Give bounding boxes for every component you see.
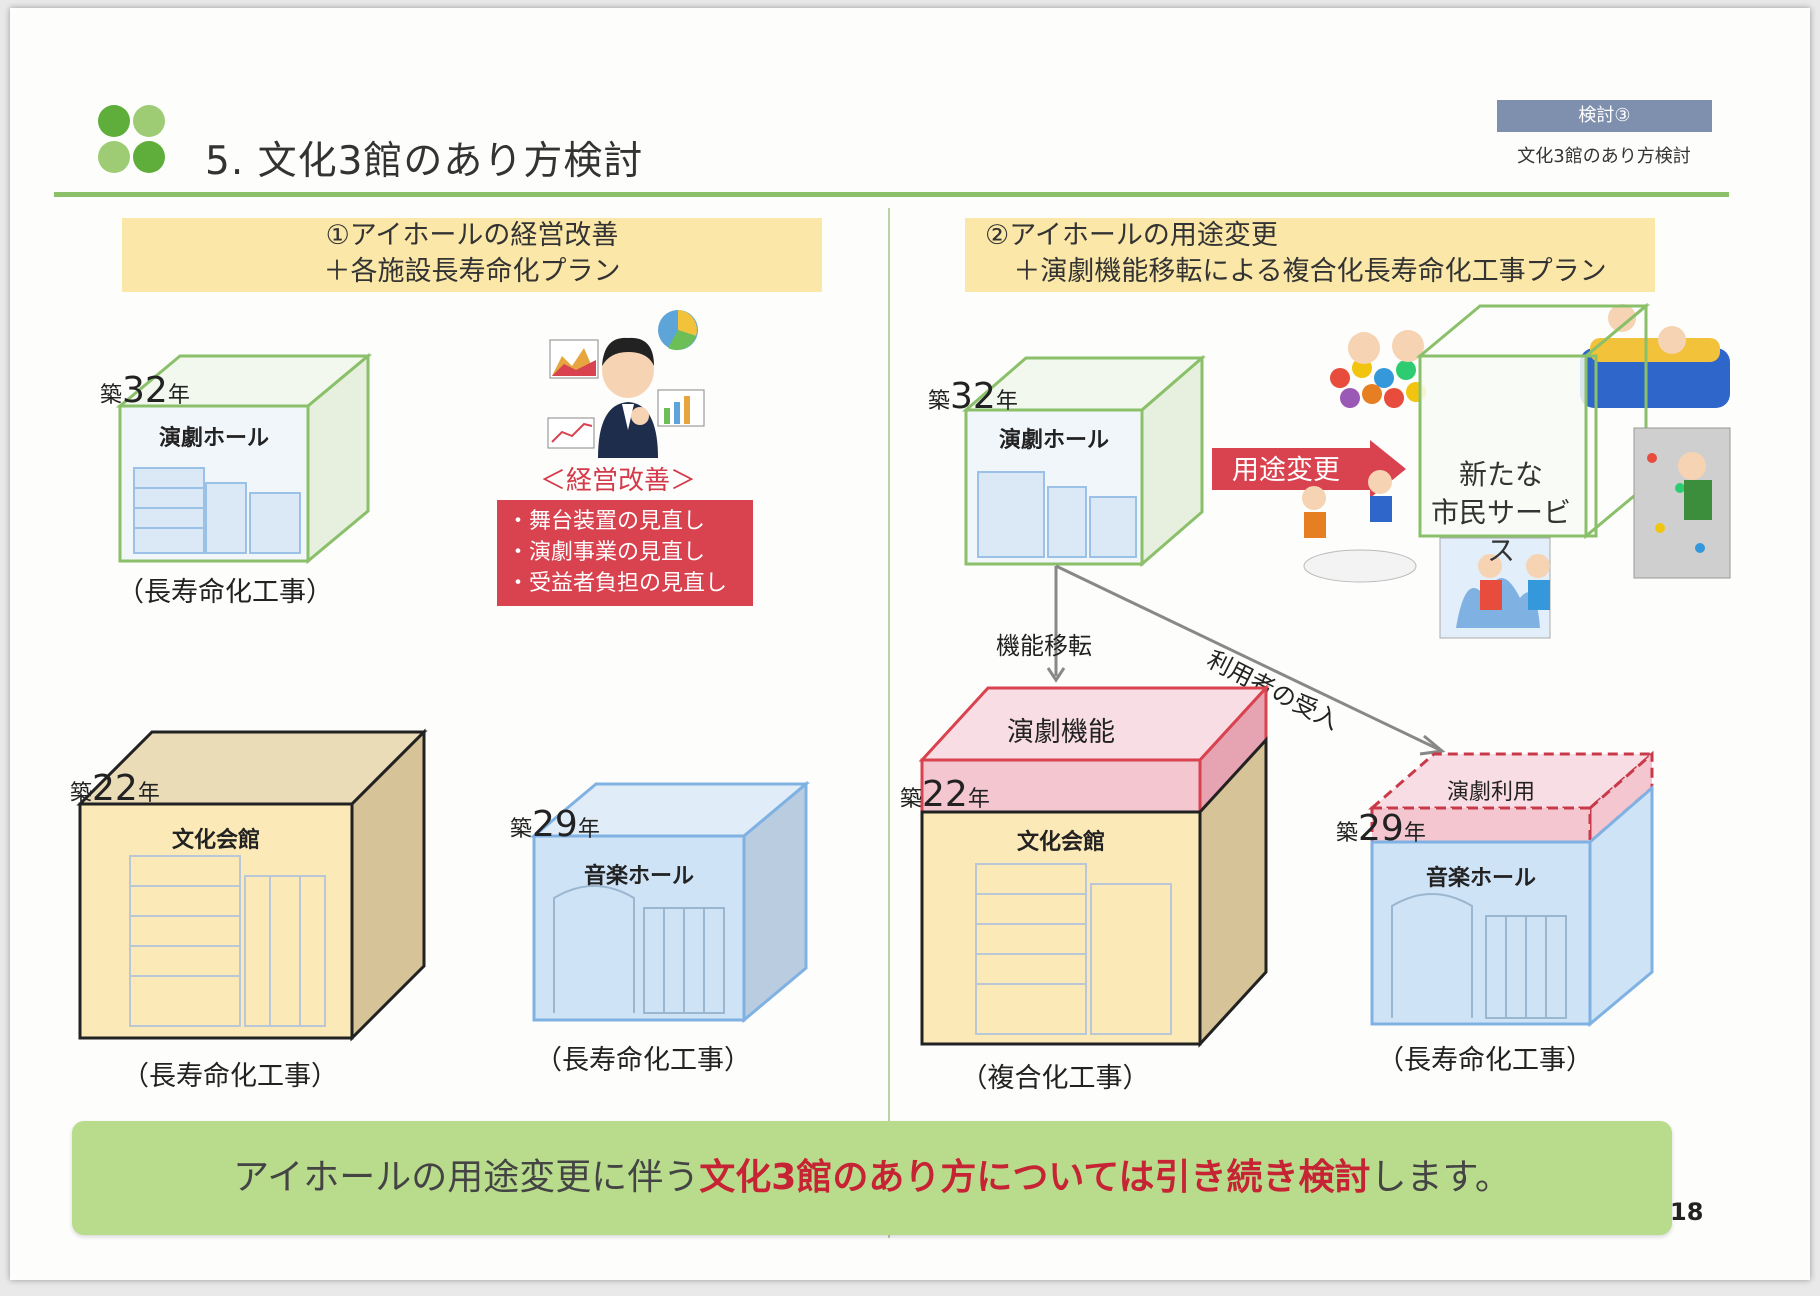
slide: 5. 文化3館のあり方検討 検討③ 文化3館のあり方検討 ①アイホールの経営改善… [10, 8, 1810, 1280]
youto-henkou-label: 用途変更 [1232, 455, 1340, 486]
kaizen-item: ・演劇事業の見直し [507, 540, 706, 565]
plan1-banner-line2: ＋各施設長寿命化プラン [323, 256, 621, 287]
plan2-ongaku-age: 築29年 [1336, 808, 1426, 849]
plan2-ongaku-work: （長寿命化工事） [1377, 1045, 1593, 1076]
conclusion-text-after: します。 [1370, 1157, 1511, 1198]
youto-henkou-arrow [1212, 440, 1406, 498]
plan1-engeki-age: 築32年 [100, 370, 190, 411]
kids-icon [1302, 470, 1550, 610]
plan1-ongaku-name: 音楽ホール [583, 864, 694, 889]
title-rule [54, 192, 1729, 197]
new-service-line1: 新たな [1458, 458, 1543, 491]
plan1-ongaku-cube [529, 780, 811, 1024]
plan2-ongaku-cube [1367, 750, 1657, 1028]
plan1-ongaku-work: （長寿命化工事） [535, 1045, 751, 1076]
chart-icon [547, 310, 705, 449]
section-tag: 検討③ [1497, 100, 1712, 132]
kaizen-list: ・舞台装置の見直し ・演劇事業の見直し ・受益者負担の見直し [497, 500, 753, 606]
plan1-banner-line1: ①アイホールの経営改善 [325, 220, 619, 251]
bouncy-pool-icon [1580, 304, 1730, 408]
engeki-riyou-label: 演劇利用 [1446, 780, 1535, 805]
plan2-bunka-age: 築22年 [900, 774, 990, 815]
section-tag-subtitle: 文化3館のあり方検討 [1517, 146, 1691, 167]
kaizen-item: ・受益者負担の見直し [507, 571, 728, 596]
plan1-bunka-cube [76, 728, 428, 1042]
plan2-bunka-cube [918, 684, 1270, 1048]
plan2-engeki-name: 演劇ホール [998, 428, 1109, 453]
plan1-ongaku-age: 築29年 [510, 804, 600, 845]
engeki-kinou-label: 演劇機能 [1007, 717, 1115, 748]
plan1-bunka-age: 築22年 [70, 768, 160, 809]
plan1-banner: ①アイホールの経営改善 ＋各施設長寿命化プラン [122, 218, 822, 292]
new-service-label: 新たな 市民サービス [1418, 456, 1584, 570]
new-service-illustration [1302, 302, 1731, 639]
plan1-engeki-work: （長寿命化工事） [117, 577, 333, 608]
plan1-engeki-name: 演劇ホール [158, 426, 269, 451]
center-divider [888, 208, 890, 1238]
kinou-iten-label: 機能移転 [996, 632, 1092, 660]
businessman-illustration [547, 310, 705, 458]
conclusion-text-highlight: 文化3館のあり方については引き続き検討 [699, 1157, 1371, 1198]
page-number: 18 [1670, 1198, 1704, 1226]
conclusion-text-before: アイホールの用途変更に伴う [233, 1157, 700, 1198]
ball-pit-icon [1330, 330, 1426, 408]
conclusion-banner: アイホールの用途変更に伴う文化3館のあり方については引き続き検討します。 [72, 1121, 1672, 1235]
climbing-wall-icon [1633, 427, 1731, 579]
new-service-line2: 市民サービス [1430, 496, 1571, 567]
plan2-engeki-cube [961, 354, 1207, 568]
plan2-bunka-name: 文化会館 [1016, 830, 1105, 855]
plan1-bunka-name: 文化会館 [171, 828, 260, 853]
kaizen-item: ・舞台装置の見直し [507, 509, 706, 534]
plan2-ongaku-name: 音楽ホール [1425, 866, 1536, 891]
plan2-engeki-age: 築32年 [928, 376, 1018, 417]
flow-arrows [1046, 564, 1446, 756]
kaizen-title: ＜経営改善＞ [540, 466, 697, 496]
plan2-banner-line1: ②アイホールの用途変更 [985, 220, 1278, 251]
plan1-engeki-cube [115, 352, 373, 565]
plan2-bunka-work: （複合化工事） [960, 1063, 1150, 1094]
plan2-banner: ②アイホールの用途変更 ＋演劇機能移転による複合化長寿命化工事プラン [965, 218, 1655, 292]
page-title: 5. 文化3館のあり方検討 [205, 139, 644, 184]
plan2-banner-line2: ＋演劇機能移転による複合化長寿命化工事プラン [1013, 256, 1607, 287]
plan1-bunka-work: （長寿命化工事） [122, 1061, 338, 1092]
